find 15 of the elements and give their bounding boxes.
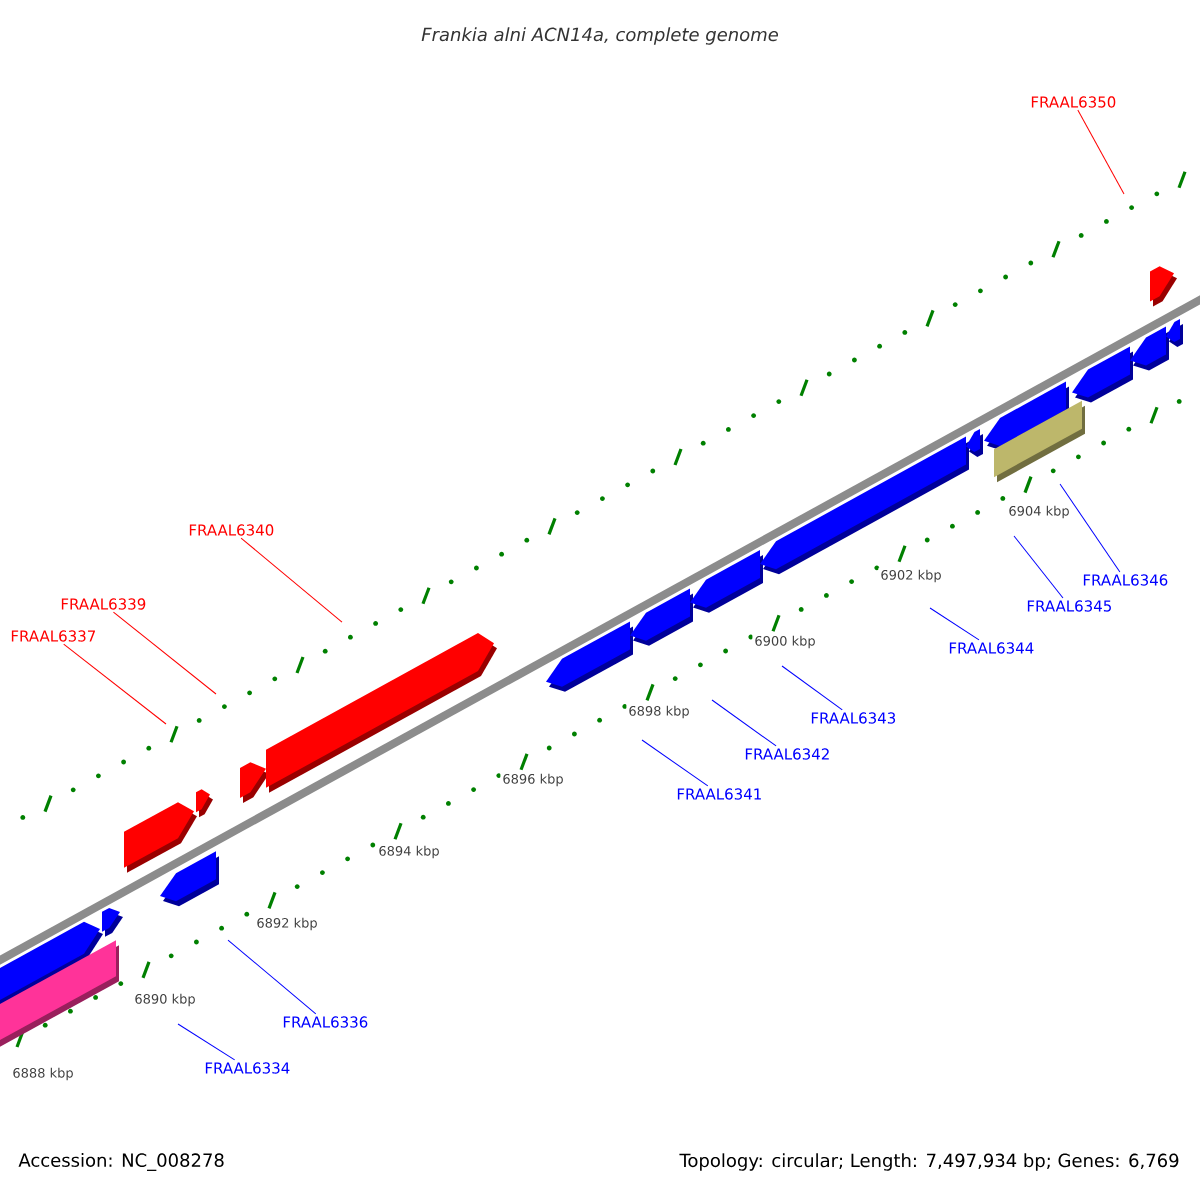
leader-line bbox=[641, 739, 709, 787]
leader-line bbox=[1059, 483, 1121, 573]
leader-line bbox=[63, 643, 167, 725]
leader-line bbox=[1013, 535, 1064, 599]
info-text: Topology: circular; Length: 7,497,934 bp; Genes: 6,769 bbox=[679, 1153, 1179, 1171]
leader-line bbox=[1077, 109, 1125, 195]
title: Frankia alni ACN14a, complete genome bbox=[421, 27, 778, 45]
leader-line bbox=[112, 611, 217, 695]
leader-line bbox=[781, 665, 843, 711]
leader-line bbox=[177, 1023, 236, 1061]
leader-line bbox=[227, 939, 317, 1015]
leader-line bbox=[240, 537, 343, 623]
leader-line bbox=[711, 699, 777, 747]
leader-line bbox=[929, 607, 980, 641]
info-text: Accession: NC_008278 bbox=[18, 1153, 224, 1171]
